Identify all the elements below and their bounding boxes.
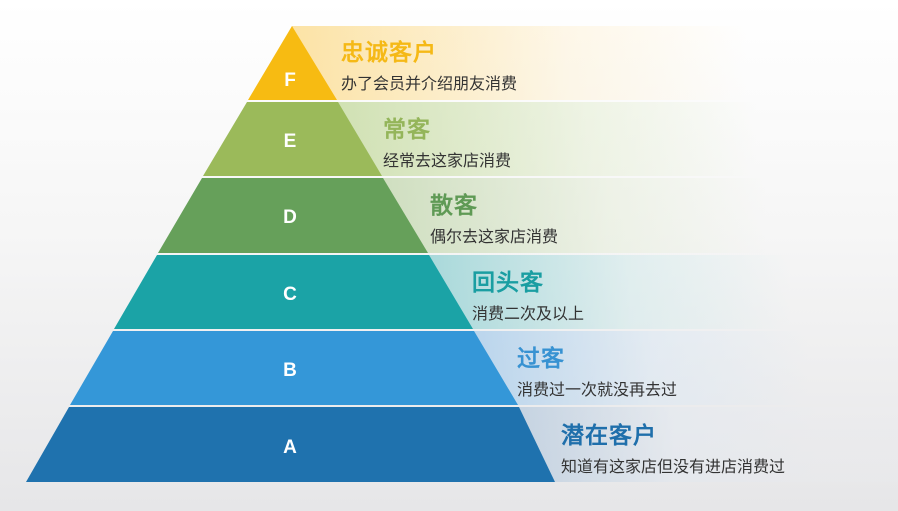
tier-c-shape	[114, 255, 473, 329]
tier-c-title: 回头客	[472, 270, 544, 296]
tier-a-shape	[26, 407, 555, 482]
tier-b-shape	[70, 331, 518, 405]
tier-a-letter: A	[283, 437, 297, 458]
tier-f-shape	[248, 26, 337, 100]
tier-f-title: 忠诚客户	[341, 40, 437, 66]
tier-c-desc: 消费二次及以上	[472, 304, 585, 323]
tier-e-desc: 经常去这家店消费	[383, 151, 512, 170]
band-f	[292, 26, 898, 100]
tier-e-shape	[203, 102, 382, 176]
tier-d-title: 散客	[430, 193, 478, 219]
band-c	[410, 255, 898, 329]
tier-b-desc: 消费过一次就没再去过	[517, 380, 678, 399]
tier-d-desc: 偶尔去这家店消费	[430, 227, 559, 246]
tier-e-title: 常客	[383, 117, 431, 143]
tier-d-shape	[158, 178, 428, 253]
tier-f-letter: F	[284, 70, 296, 91]
band-d	[370, 178, 898, 253]
tier-b-letter: B	[283, 360, 297, 381]
tier-e-letter: E	[283, 131, 297, 152]
tier-c-letter: C	[283, 284, 297, 305]
tier-b-title: 过客	[517, 346, 565, 372]
band-a	[490, 407, 898, 482]
tier-f-desc: 办了会员并介绍朋友消费	[341, 74, 518, 93]
band-b	[450, 331, 898, 405]
tier-d-letter: D	[283, 207, 297, 228]
tier-a-title: 潜在客户	[561, 423, 657, 449]
tier-a-desc: 知道有这家店但没有进店消费过	[561, 457, 786, 476]
band-e	[330, 102, 898, 176]
